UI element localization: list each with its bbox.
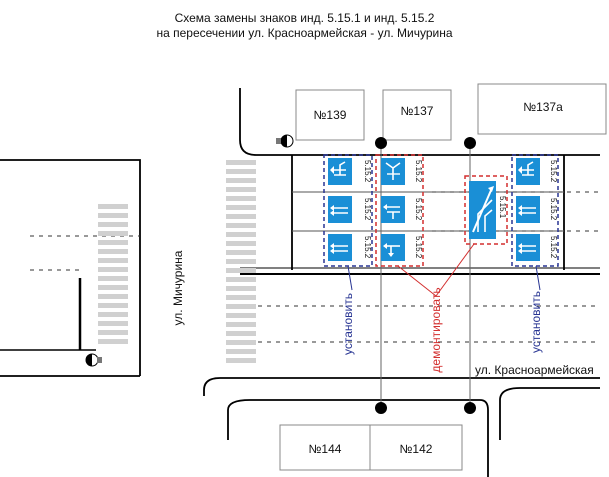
sign-5-15-2-icon [328,196,352,223]
building-137-label: №137 [401,104,434,118]
remove-frame-single [464,175,508,245]
sign-pole-icon [375,402,387,414]
sign-code-label: 5.15.2 [414,160,423,183]
building-139 [295,89,365,141]
street-name-krasnoarmeyskaya: ул. Красноармейская [475,363,594,377]
sign-5-15-2-icon [328,234,352,261]
sign-5-15-2-icon [381,196,405,223]
sign-code-label: 5.15.2 [414,198,423,221]
remove-frame [375,154,424,267]
pedestrian-traffic-light-icon [276,134,294,148]
building-142 [369,424,463,471]
sign-code-label: 5.15.2 [549,160,558,183]
sign-code-label: 5.15.2 [363,236,372,259]
sign-5-15-2-icon [516,158,540,185]
building-144 [279,424,371,471]
sign-5-15-1-icon [469,181,496,239]
sign-5-15-2-icon [381,158,405,185]
install-label-right: установить [529,291,543,353]
sign-5-15-2-icon [328,158,352,185]
road-edges [0,88,600,477]
sign-code-label: 5.15.2 [549,198,558,221]
sign-5-15-2-icon [516,196,540,223]
remove-label: демонтировать [429,287,443,372]
install-label-left: установить [341,293,355,355]
diagram-subtitle: на пересечении ул. Красноармейская - ул.… [156,26,453,40]
building-137a [477,83,607,135]
building-137 [382,89,452,141]
crosswalk-left [98,204,128,344]
sign-code-label: 5.15.2 [414,236,423,259]
buildings [279,83,607,471]
sign-pole-icon [464,137,476,149]
sign-pole-icon [375,137,387,149]
sign-code-label: 5.15.2 [549,236,558,259]
street-name-michurina: ул. Мичурина [171,250,185,325]
building-139-label: №139 [314,108,347,122]
diagram-title: Схема замены знаков инд. 5.15.1 и инд. 5… [174,11,435,25]
lane-lines [292,191,564,232]
sign-pole-icon [464,402,476,414]
building-144-label: №144 [309,442,342,456]
building-137a-label: №137а [523,100,563,114]
building-142-label: №142 [400,442,433,456]
sign-code-label: 5.15.1 [498,196,507,219]
sign-5-15-2-icon [381,234,405,261]
sign-poles [375,137,476,414]
install-frame-right [511,154,559,267]
pedestrian-traffic-light-icon [85,353,102,367]
sign-5-15-2-icon [516,234,540,261]
sign-code-label: 5.15.2 [363,198,372,221]
leader-lines [347,243,541,297]
crosswalk-center [226,160,256,363]
sign-code-label: 5.15.2 [363,160,372,183]
